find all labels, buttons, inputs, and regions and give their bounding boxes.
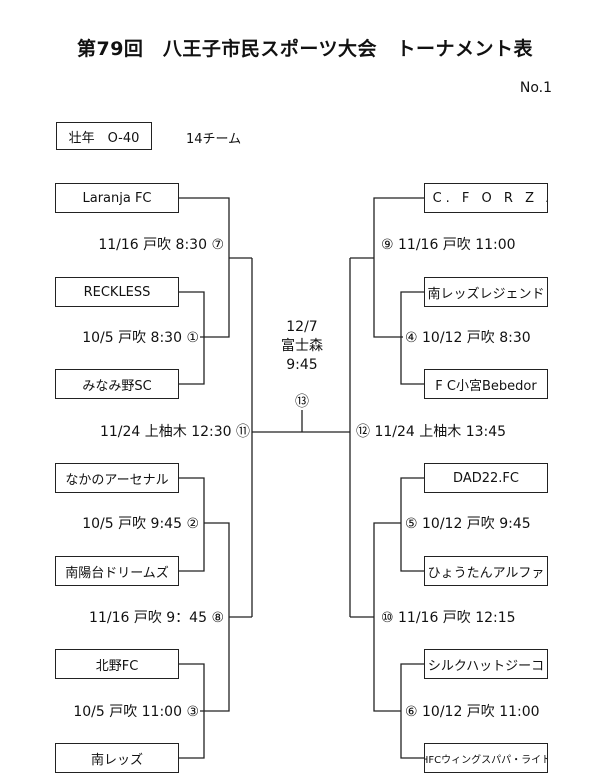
bracket-line (373, 617, 401, 712)
bracket-line (373, 522, 401, 617)
team-box: 北野FC (55, 649, 179, 679)
page-title: 第79回 八王子市民スポーツ大会 トーナメント表 (76, 38, 534, 60)
team-box: 南レッズ (55, 743, 179, 773)
match-label: 11/16 戸吹 8:30 ⑦ (98, 237, 224, 253)
bracket-line (179, 477, 205, 572)
bracket-line (179, 663, 205, 759)
team-box: Laranja FC (55, 183, 179, 213)
page-number: No.1 (519, 80, 552, 96)
bracket-line (179, 197, 230, 338)
team-box: RECKLESS (55, 277, 179, 307)
team-count: 14チーム (186, 132, 242, 147)
final-venue: 富士森 (281, 338, 323, 354)
match-label: ⑫ 11/24 上柚木 13:45 (356, 424, 507, 440)
bracket-line (179, 291, 205, 385)
match-label: 10/5 戸吹 9:45 ② (82, 516, 199, 532)
match-label: ⑥ 10/12 戸吹 11:00 (405, 704, 540, 720)
division-label: 壮年 O-40 (56, 122, 152, 150)
team-box: なかのアーセナル (55, 463, 179, 493)
bracket-line (400, 477, 424, 572)
bracket-line (373, 197, 424, 338)
team-box: ひょうたんアルファ (424, 556, 548, 586)
match-label: 10/5 戸吹 8:30 ① (82, 330, 199, 346)
team-box: みなみ野SC (55, 369, 179, 399)
team-box: HFCウィングスパパ・ライト (424, 743, 548, 773)
match-label: 10/5 戸吹 11:00 ③ (73, 704, 199, 720)
team-box: DAD22.FC (424, 463, 548, 493)
match-label: ④ 10/12 戸吹 8:30 (405, 330, 531, 346)
match-label: ⑩ 11/16 戸吹 12:15 (381, 610, 516, 626)
match-label: ⑤ 10/12 戸吹 9:45 (405, 516, 531, 532)
final-time: 9:45 (286, 357, 318, 373)
team-box: シルクハットジーコ (424, 649, 548, 679)
team-box: 南レッズレジェンド (424, 277, 548, 307)
bracket-line (400, 291, 424, 385)
final-info: 12/7 富士森 9:45 (262, 318, 342, 375)
team-box: 南陽台ドリームズ (55, 556, 179, 586)
match-label: ⑨ 11/16 戸吹 11:00 (381, 237, 516, 253)
team-box: F C. F O R Z A (424, 183, 548, 213)
team-box: F C小宮Bebedor (424, 369, 548, 399)
match-label: 11/24 上柚木 12:30 ⑪ (99, 424, 250, 440)
final-date: 12/7 (286, 319, 318, 335)
match-label: 11/16 戸吹 9：45 ⑧ (89, 610, 224, 626)
final-match-number: ⑬ (295, 394, 309, 410)
